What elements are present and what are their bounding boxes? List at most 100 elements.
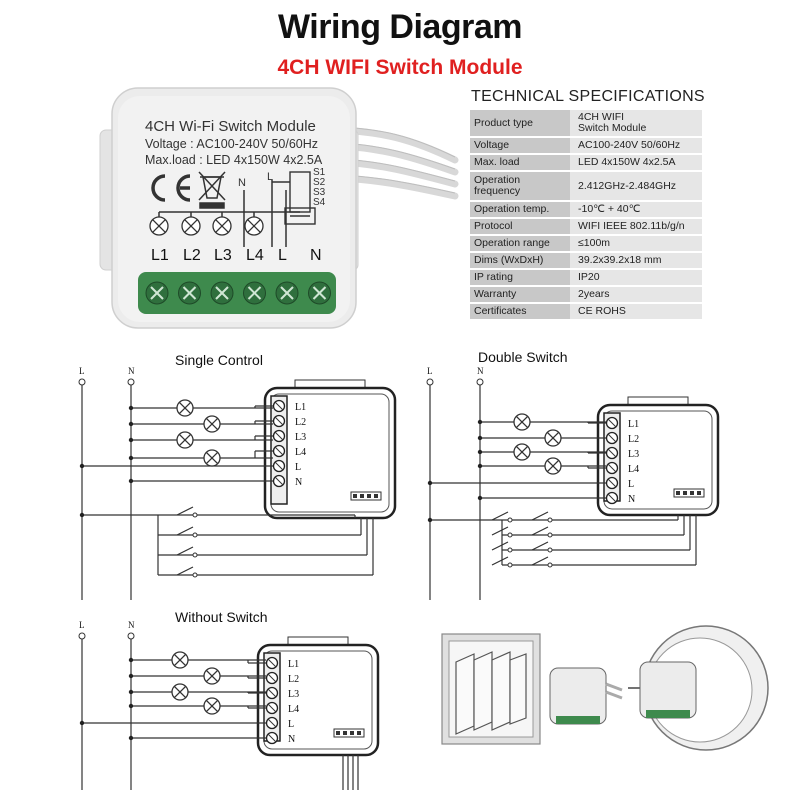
switch-port-icon (673, 488, 705, 498)
junction-dot (477, 419, 483, 425)
spec-key: Voltage (470, 137, 570, 155)
product-module: 4CH Wi-Fi Switch Module Voltage : AC100-… (99, 87, 459, 329)
spec-key: Certificates (470, 303, 570, 321)
spec-key: Operation range (470, 235, 570, 253)
lamp-icon (203, 667, 221, 685)
lamp-icon (181, 216, 201, 236)
spec-value: AC100-240V 50/60Hz (570, 137, 702, 155)
lamp-cross (173, 685, 187, 699)
terminal-label: L1 (295, 402, 306, 413)
terminal-screw-icon (243, 281, 266, 305)
wire (267, 703, 277, 713)
spec-value: IP20 (570, 269, 702, 287)
weee-bin-icon (198, 171, 226, 209)
junction-dot (128, 421, 134, 427)
spec-key: Max. load (470, 154, 570, 172)
spec-key: Product type (470, 110, 570, 138)
lamp-icon (149, 216, 169, 236)
installation-illustration (441, 625, 769, 751)
switch-port-icon (350, 491, 382, 501)
panel-title-single: Single Control (175, 352, 263, 368)
line-n-terminal (127, 632, 135, 640)
lamp-icon (244, 216, 264, 236)
terminal-label: L2 (628, 434, 639, 445)
switch-port-pin (697, 491, 701, 495)
spec-key: Dims (WxDxH) (470, 252, 570, 270)
wire (176, 506, 194, 516)
switch-contact (547, 532, 553, 538)
lamp-cross (205, 417, 219, 431)
spec-value: 2years (570, 286, 702, 304)
module-body (263, 386, 397, 520)
lamp-cross (215, 219, 229, 233)
wire (607, 493, 617, 503)
lamp-cross (205, 669, 219, 683)
lamp-cross (247, 219, 261, 233)
line-l-label: L (79, 620, 85, 630)
terminal-label: L (288, 719, 294, 730)
product-top-label-l: L (267, 171, 273, 183)
lamp-cross (546, 459, 560, 473)
wire (491, 511, 509, 521)
line-n-label: N (128, 620, 135, 630)
wire (267, 688, 277, 698)
switch-contact (507, 562, 513, 568)
line-n-label: N (477, 366, 484, 376)
line-n-label: N (128, 366, 135, 376)
product-terminal-label: N (310, 247, 322, 264)
spec-key: Operation temp. (470, 201, 570, 219)
spec-key: Protocol (470, 218, 570, 236)
spec-row: Operation temp.-10℃ + 40℃ (470, 201, 702, 219)
junction-dot (128, 735, 134, 741)
lamp-icon (203, 415, 221, 433)
switch-icon (176, 526, 198, 538)
switch-port-pin (676, 491, 680, 495)
terminal-screw-icon (178, 281, 201, 305)
switch-icon (491, 556, 553, 568)
lamp-icon (176, 431, 194, 449)
junction-dot (427, 517, 433, 523)
screw-slot (312, 286, 327, 300)
wire (491, 541, 509, 551)
spec-value: CE ROHS (570, 303, 702, 321)
line-l-terminal (78, 378, 86, 386)
product-switch-label-s2: S2 (313, 177, 326, 188)
wire (267, 658, 277, 668)
lamp-icon (203, 697, 221, 715)
switch-icon (491, 511, 553, 523)
wire (491, 556, 509, 566)
spec-value: -10℃ + 40℃ (570, 201, 702, 219)
junction-dot (128, 689, 134, 695)
screw-slot (247, 286, 262, 300)
product-switch-label-s3: S3 (313, 187, 326, 198)
lamp-icon (212, 216, 232, 236)
terminal-label: L3 (628, 449, 639, 460)
lamp-cross (178, 401, 192, 415)
junction-dot (128, 437, 134, 443)
switch-contact (547, 562, 553, 568)
wire (274, 461, 284, 471)
switch-contact (192, 552, 198, 558)
switch-contact (192, 512, 198, 518)
product-terminal-label: L2 (183, 247, 201, 264)
switch-port-pin (367, 494, 371, 498)
terminal-label: N (295, 477, 302, 488)
line-l-label: L (79, 366, 85, 376)
wire (267, 733, 277, 743)
junction-dot (79, 720, 85, 726)
line-n-terminal (476, 378, 484, 386)
switch-icon (176, 566, 198, 578)
product-terminal-label: L4 (246, 247, 264, 264)
product-terminal-label: L3 (214, 247, 232, 264)
wire (176, 546, 194, 556)
